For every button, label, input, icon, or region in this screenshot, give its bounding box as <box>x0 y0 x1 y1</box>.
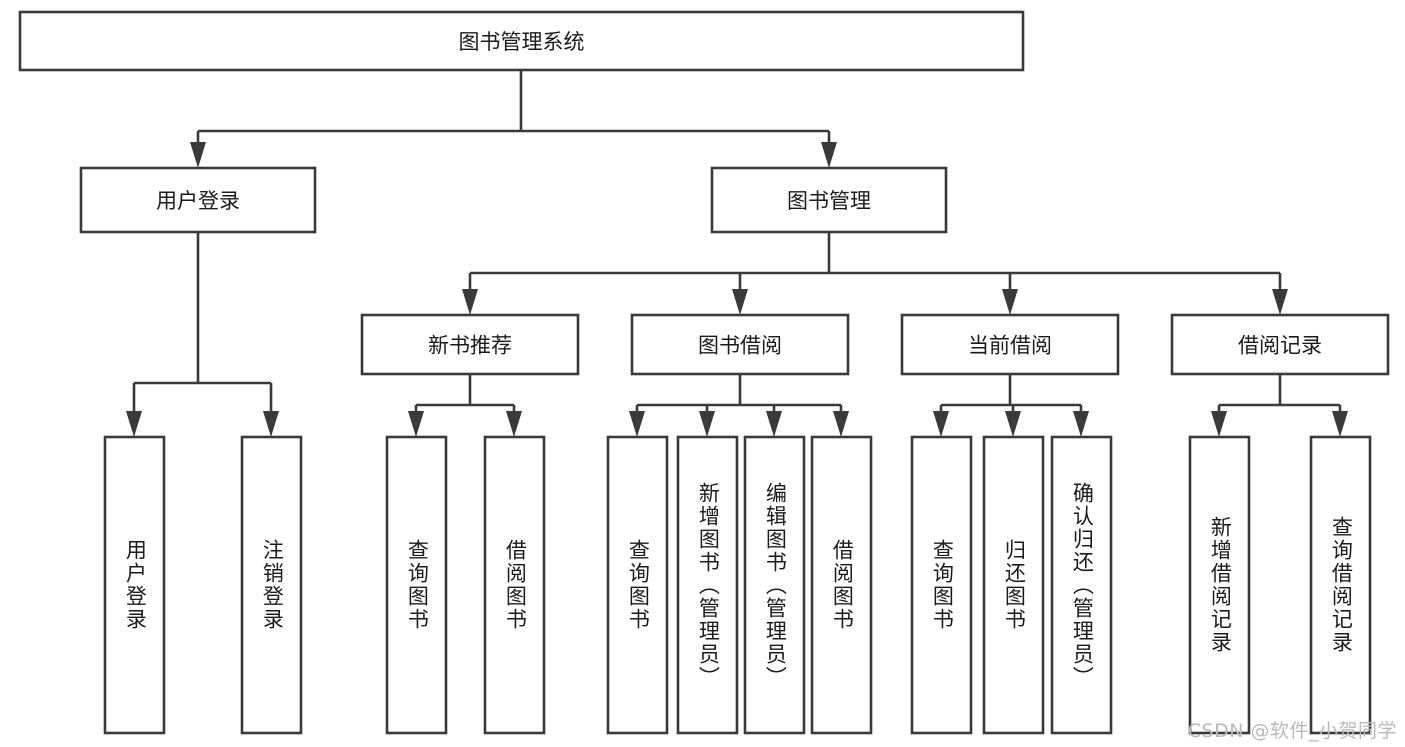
node-box[interactable] <box>79 166 317 234</box>
node-box[interactable] <box>743 435 806 735</box>
arrow-head-icon <box>1005 411 1021 437</box>
arrow-head-icon <box>629 411 645 437</box>
node-box[interactable] <box>900 313 1120 376</box>
edges-current-to-leaves <box>933 374 1089 437</box>
node-user-login[interactable]: 用户登录 <box>79 166 317 234</box>
node-box[interactable] <box>360 313 580 376</box>
arrow-head-icon <box>821 142 837 168</box>
arrow-head-icon <box>1332 411 1348 437</box>
node-box[interactable] <box>676 435 739 735</box>
node-leaf-logout-login[interactable] <box>240 435 303 735</box>
node-box[interactable] <box>240 435 303 735</box>
arrow-head-icon <box>699 411 715 437</box>
node-label: 图书借阅 <box>698 334 782 358</box>
arrow-head-icon <box>1272 289 1288 315</box>
node-leaf-confirm-return[interactable] <box>1050 435 1113 735</box>
arrow-head-icon <box>1073 411 1089 437</box>
node-new-book-recommend[interactable]: 新书推荐 <box>360 313 580 376</box>
node-book-manage[interactable]: 图书管理 <box>710 166 948 234</box>
node-leaf-return-book[interactable] <box>982 435 1045 735</box>
node-leaf-query-book-3[interactable] <box>910 435 973 735</box>
arrow-head-icon <box>1002 289 1018 315</box>
node-label: 用户登录 <box>156 189 240 213</box>
arrow-head-icon <box>408 411 424 437</box>
node-box[interactable] <box>1309 435 1372 735</box>
node-label: 图书管理系统 <box>459 30 585 54</box>
node-root[interactable]: 图书管理系统 <box>18 10 1025 72</box>
watermark-text: CSDN @软件_小贺同学 <box>1187 720 1397 742</box>
edges-root-to-level2 <box>190 70 837 168</box>
node-book-borrow[interactable]: 图书借阅 <box>630 313 850 376</box>
node-leaf-borrow-book-2[interactable] <box>810 435 873 735</box>
node-box[interactable] <box>1050 435 1113 735</box>
node-box[interactable] <box>18 10 1025 72</box>
node-leaf-query-book-2[interactable] <box>606 435 669 735</box>
node-leaf-edit-book[interactable] <box>743 435 806 735</box>
node-box[interactable] <box>810 435 873 735</box>
node-leaf-add-book[interactable] <box>676 435 739 735</box>
node-label: 当前借阅 <box>968 334 1052 358</box>
node-current-borrow[interactable]: 当前借阅 <box>900 313 1120 376</box>
edges-record-to-leaves <box>1211 374 1348 437</box>
arrow-head-icon <box>732 289 748 315</box>
edges-borrow-to-leaves <box>629 374 849 437</box>
arrow-head-icon <box>263 411 279 437</box>
node-label: 借阅记录 <box>1238 334 1322 358</box>
node-box[interactable] <box>910 435 973 735</box>
arrow-head-icon <box>1211 411 1227 437</box>
node-leaf-borrow-book-1[interactable] <box>483 435 546 735</box>
node-box[interactable] <box>630 313 850 376</box>
node-box[interactable] <box>103 435 166 735</box>
arrow-head-icon <box>833 411 849 437</box>
node-leaf-query-book-1[interactable] <box>385 435 448 735</box>
arrow-head-icon <box>766 411 782 437</box>
edges-recommend-to-leaves <box>408 374 522 437</box>
node-box[interactable] <box>710 166 948 234</box>
node-box[interactable] <box>1170 313 1390 376</box>
node-label: 新书推荐 <box>428 334 512 358</box>
node-leaf-query-record[interactable] <box>1309 435 1372 735</box>
node-label: 图书管理 <box>787 189 871 213</box>
connector-layer <box>126 70 1348 437</box>
arrow-head-icon <box>933 411 949 437</box>
node-box[interactable] <box>1188 435 1251 735</box>
edges-userlogin-to-leaves <box>126 232 279 437</box>
arrow-head-icon <box>506 411 522 437</box>
node-box[interactable] <box>483 435 546 735</box>
edges-bookmanage-to-level3 <box>462 232 1288 315</box>
node-leaf-user-login[interactable] <box>103 435 166 735</box>
arrow-head-icon <box>190 142 206 168</box>
arrow-head-icon <box>126 411 142 437</box>
arrow-head-icon <box>462 289 478 315</box>
node-borrow-record[interactable]: 借阅记录 <box>1170 313 1390 376</box>
node-box[interactable] <box>982 435 1045 735</box>
node-leaf-add-record[interactable] <box>1188 435 1251 735</box>
node-box[interactable] <box>606 435 669 735</box>
node-box[interactable] <box>385 435 448 735</box>
